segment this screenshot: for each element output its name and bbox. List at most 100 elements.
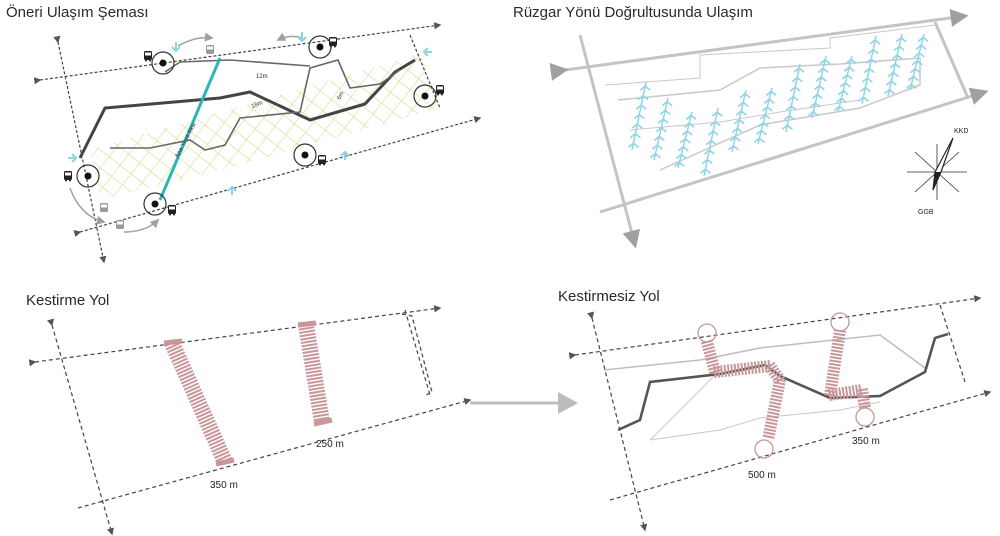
dim-label-6m: 6m: [336, 91, 345, 101]
crossing-stripe: [306, 376, 323, 381]
crossing-stripe: [187, 391, 204, 400]
wind-flow-line: [861, 35, 877, 105]
crossing-stripe: [301, 346, 318, 351]
crossing-stripe: [310, 399, 327, 405]
bus-icon: [144, 51, 152, 62]
crossing-stripe: [771, 391, 784, 396]
wind-chevron: [915, 44, 927, 50]
wind-chevron: [909, 67, 921, 74]
crossing-stripe: [304, 359, 321, 365]
crossing-stripe: [207, 435, 223, 444]
wind-chevron: [657, 118, 669, 124]
wind-chevron: [789, 86, 801, 92]
crossing-stripe: [186, 388, 202, 397]
crossing-stripe: [829, 359, 842, 364]
crossing-stripe: [185, 385, 201, 394]
wind-chevron: [651, 144, 663, 150]
crossing-stripe: [857, 398, 870, 403]
crossing-stripe: [309, 393, 326, 398]
crossing-stripe: [298, 326, 315, 331]
crossing-stripe: [826, 376, 839, 380]
wind-chevron: [787, 95, 799, 102]
wind-arrow-icon: [68, 153, 78, 163]
wind-chevron: [783, 114, 795, 121]
bus-stop-icon: [143, 192, 167, 216]
crossing-stripe: [703, 349, 716, 355]
wind-chevron: [883, 88, 895, 95]
crossing-stripe: [300, 336, 317, 341]
bus-icon: [64, 171, 72, 182]
crossing-stripe: [767, 407, 781, 413]
crossing-stripe: [828, 362, 841, 367]
distance-label: 500 m: [748, 470, 776, 481]
crossing-stripe: [767, 411, 780, 416]
bus-icon: [206, 45, 214, 54]
wind-chevron: [649, 152, 661, 159]
crossing-stripe: [830, 349, 843, 354]
dim-label-15m: 15m: [251, 100, 264, 110]
wind-chevron: [631, 123, 643, 129]
crossing-stripe: [833, 332, 846, 337]
crossing-stripe: [768, 367, 780, 376]
crossing-stripe: [705, 355, 718, 361]
crossing-stripe: [757, 361, 761, 374]
crossing-path: [163, 338, 235, 467]
wind-chevron: [815, 76, 827, 82]
crossing-stripe: [723, 364, 727, 377]
bus-icon: [116, 220, 124, 229]
dim-label-12m: 12m: [256, 74, 268, 80]
crossing-stripe: [737, 363, 741, 376]
crossing-stripe: [743, 362, 748, 375]
crossing-stripe: [198, 416, 215, 425]
crossing-stripe: [830, 352, 843, 357]
wind-chevron: [739, 92, 751, 99]
wind-arrow-icon: [171, 42, 181, 53]
wind-chevron: [911, 59, 923, 66]
crossing-stripe: [770, 394, 783, 399]
wind-chevron: [685, 114, 697, 120]
crossing-stripe: [307, 379, 324, 385]
wind-chevron: [835, 97, 847, 104]
crossing-stripe: [180, 376, 197, 385]
crossing-stripe: [310, 396, 327, 402]
crossing-stripe: [311, 406, 328, 412]
crossing-stripe: [214, 450, 230, 459]
crossing-stripe: [203, 425, 219, 435]
crossing-stripe: [857, 394, 870, 399]
crossing-stripe: [827, 369, 840, 374]
crossing-stripe: [832, 339, 845, 343]
crossing-stripe: [190, 397, 206, 407]
wind-arrow-icon: [340, 150, 350, 160]
panel4-diagram: 500 m 350 m: [568, 295, 992, 532]
crossing-stripe: [856, 391, 869, 396]
crossing-stripe: [306, 373, 323, 378]
wind-chevron: [761, 106, 773, 112]
wind-chevron: [889, 62, 901, 69]
crossing-stripe: [828, 388, 832, 402]
destination-marker: [830, 312, 850, 332]
crossing-stripe: [309, 389, 326, 395]
crossing-stripe: [301, 342, 318, 348]
wind-chevron: [841, 74, 853, 80]
crossing-stripe: [178, 369, 194, 379]
crossing-stripe: [740, 362, 744, 376]
panel1-title: Öneri Ulaşım Şeması: [6, 4, 149, 21]
wind-chevron: [863, 67, 875, 74]
bus-stop-icon: [308, 35, 332, 59]
wind-chevron: [703, 149, 715, 155]
wind-chevron: [913, 52, 925, 58]
crossing-stripe: [841, 386, 846, 399]
crossing-stripe: [858, 401, 871, 406]
wind-chevron: [759, 113, 771, 120]
crossing-stripe: [706, 359, 719, 365]
bus-stop-icon: [151, 51, 175, 75]
crossing-stripe: [773, 381, 786, 386]
crossing-stripe: [825, 382, 838, 387]
wind-chevron: [839, 81, 851, 88]
wind-chevron: [765, 90, 777, 96]
crossing-stripe: [300, 339, 317, 345]
crossing-stripe: [771, 387, 785, 393]
wind-chevron: [809, 102, 821, 108]
wind-chevron: [659, 109, 671, 116]
